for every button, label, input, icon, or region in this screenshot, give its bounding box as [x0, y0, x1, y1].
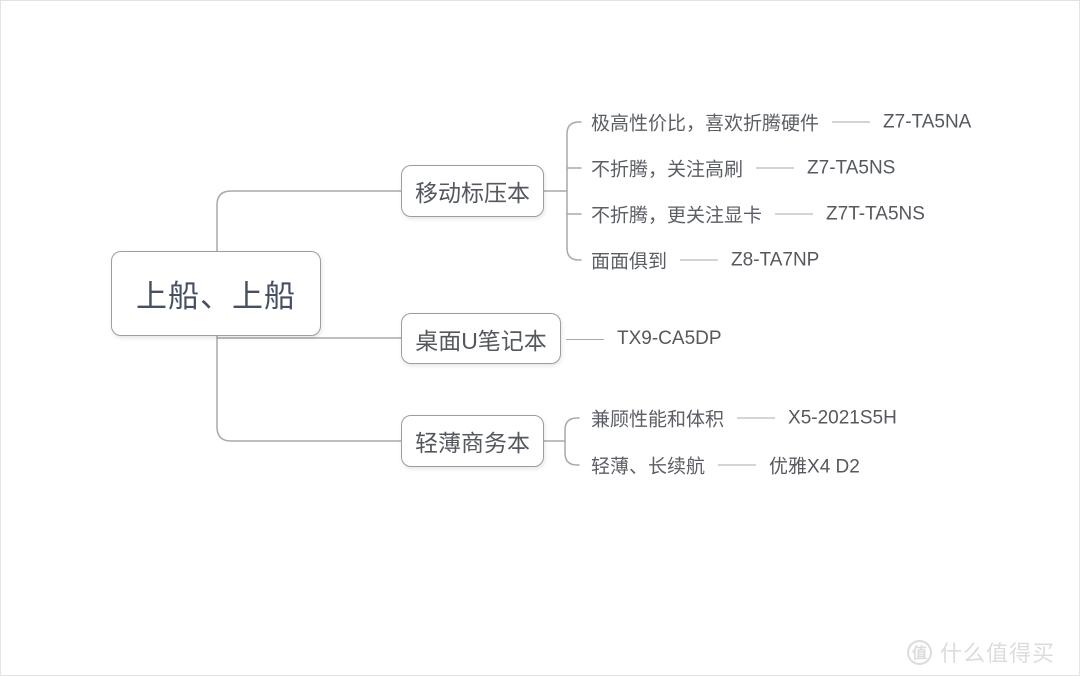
leaf-model-connector	[756, 167, 795, 169]
leaf-row[interactable]: 不折腾，关注高刷 Z7-TA5NS	[591, 155, 895, 182]
model-label: Z8-TA7NP	[731, 249, 820, 270]
leaf-label: 轻薄、长续航	[591, 456, 706, 478]
leaf-row[interactable]: 极高性价比，喜欢折腾硬件 Z7-TA5NA	[591, 109, 971, 136]
branch3-spine	[564, 417, 580, 466]
model-label: Z7-TA5NA	[883, 111, 972, 132]
leaf-row[interactable]: 兼顾性能和体积 X5-2021S5H	[591, 405, 897, 432]
smzdm-watermark-text: 什么值得买	[940, 641, 1056, 666]
leaf-label: 兼顾性能和体积	[591, 409, 725, 431]
leaf-row[interactable]: 面面俱到 Z8-TA7NP	[591, 247, 819, 274]
leaf-model-connector	[775, 213, 814, 215]
leaf-label: 面面俱到	[591, 251, 668, 273]
model-label: TX9-CA5DP	[617, 328, 722, 349]
branch-node-mobile-standard[interactable]: 移动标压本	[401, 165, 544, 217]
leaf-model-connector	[737, 417, 776, 419]
leaf-row[interactable]: 不折腾，更关注显卡 Z7T-TA5NS	[591, 201, 925, 228]
model-label: 优雅X4 D2	[769, 456, 860, 478]
model-label: Z7T-TA5NS	[826, 203, 925, 224]
model-label: Z7-TA5NS	[807, 157, 896, 178]
branch-node-desktop-u[interactable]: 桌面U笔记本	[401, 313, 561, 364]
leaf-row[interactable]: 轻薄、长续航 优雅X4 D2	[591, 452, 860, 479]
leaf-label: 不折腾，关注高刷	[591, 159, 744, 181]
leaf-row[interactable]: TX9-CA5DP	[566, 328, 722, 350]
root-node[interactable]: 上船、上船	[111, 251, 321, 336]
leaf-model-connector	[832, 121, 871, 123]
leaf-model-connector	[680, 259, 719, 261]
leaf-label: 不折腾，更关注显卡	[591, 205, 763, 227]
branch-node-thin-business[interactable]: 轻薄商务本	[401, 415, 544, 467]
branch1-spine	[566, 121, 582, 261]
root-node-label: 上船、上船	[136, 279, 296, 314]
branch-node-label: 桌面U笔记本	[415, 327, 547, 354]
smzdm-logo-icon: 值	[907, 639, 932, 665]
leaf-model-connector	[718, 464, 757, 466]
model-label: X5-2021S5H	[788, 407, 897, 428]
smzdm-watermark: 值 什么值得买	[907, 636, 1055, 668]
leaf-label: 极高性价比，喜欢折腾硬件	[591, 113, 820, 135]
branch-node-label: 移动标压本	[415, 180, 530, 206]
branch-node-label: 轻薄商务本	[415, 430, 530, 456]
leaf-model-connector	[566, 338, 604, 340]
